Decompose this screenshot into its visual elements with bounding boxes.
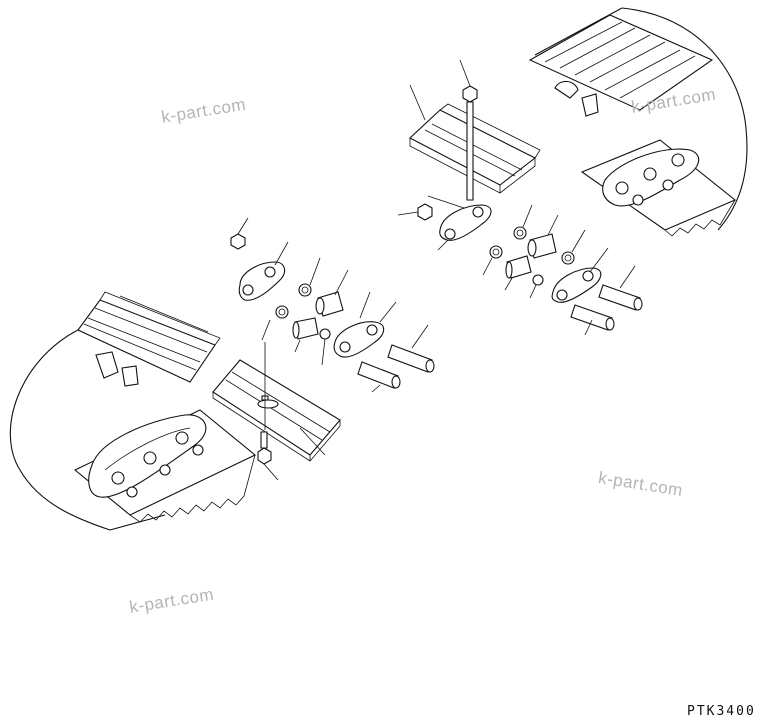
seal <box>561 251 575 265</box>
bolt <box>459 59 478 201</box>
pin <box>570 304 615 336</box>
link-left <box>238 241 289 301</box>
link-right <box>551 247 609 303</box>
link-left <box>437 204 492 251</box>
spacer <box>292 317 319 353</box>
right-track-loop <box>528 7 748 237</box>
bushing <box>527 214 559 259</box>
right-lower-links <box>580 139 737 237</box>
link-right <box>333 291 397 358</box>
spacer <box>504 255 532 291</box>
right-upper-shoes <box>528 14 714 117</box>
left-track-loop <box>9 291 257 531</box>
figure-code: PTK3400 <box>687 704 756 719</box>
seal <box>275 305 289 319</box>
nut <box>417 203 433 221</box>
left-exploded-parts <box>212 217 435 481</box>
seal <box>489 245 503 259</box>
pin <box>387 324 435 373</box>
nut <box>230 233 246 250</box>
left-lower-links <box>73 409 257 523</box>
bolt <box>257 342 279 481</box>
seal <box>319 328 331 340</box>
seal <box>532 274 544 286</box>
track-shoe <box>409 84 541 194</box>
pin <box>357 361 401 393</box>
right-exploded-parts <box>397 59 643 336</box>
bushing <box>315 269 349 317</box>
seal <box>298 283 312 297</box>
pin <box>598 265 643 311</box>
left-upper-shoes <box>77 291 221 387</box>
track-shoe <box>212 359 341 462</box>
seal <box>513 226 527 240</box>
